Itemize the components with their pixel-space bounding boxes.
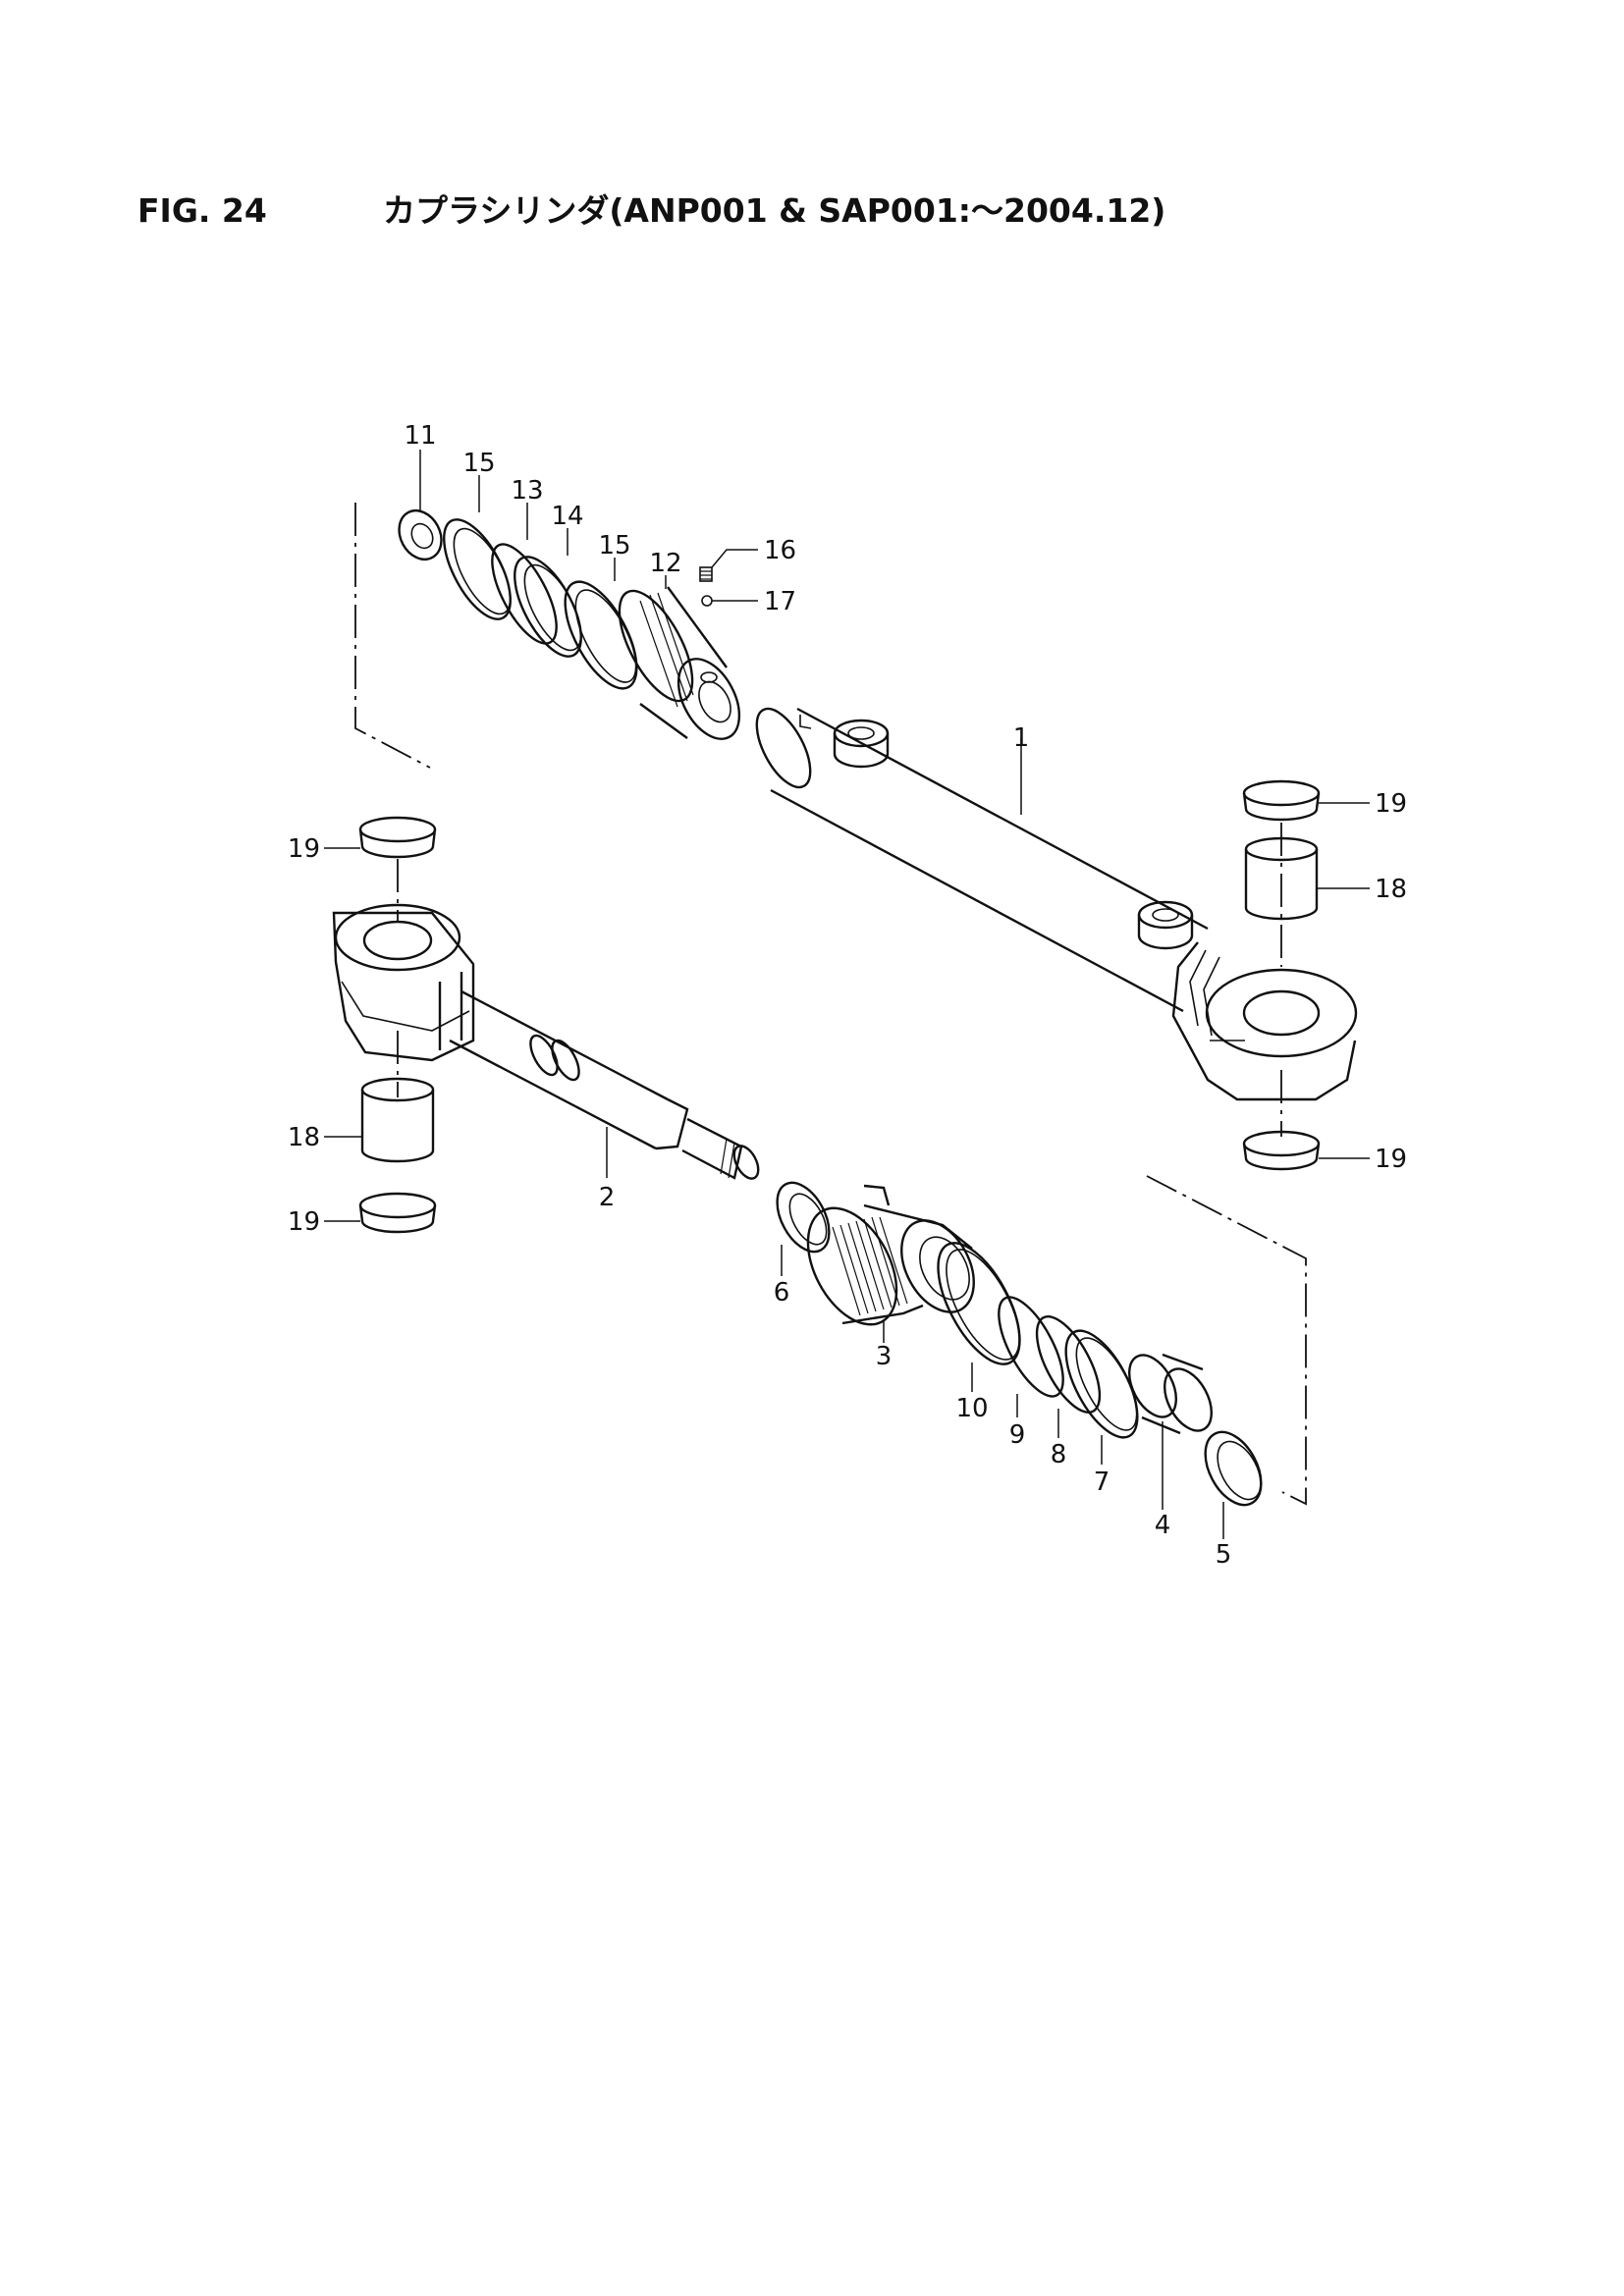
ring-13 [491,543,558,645]
callout-19-left-bottom: 19 [288,1207,320,1237]
figure-title: カプラシリンダ(ANP001 & SAP001:～2004.12) [383,191,1166,230]
callout-4: 4 [1155,1511,1171,1540]
leader-lines [324,450,1370,1539]
callout-10: 10 [955,1394,988,1423]
seal-19-right-top [1242,779,1321,822]
callout-16: 16 [764,536,796,565]
rod-cover [806,1184,975,1326]
callout-5: 5 [1216,1540,1232,1570]
callout-18-left: 18 [288,1123,320,1152]
ring-8 [1035,1315,1102,1414]
cylinder-tube [755,707,1358,1101]
callout-11: 11 [404,421,436,451]
callout-1: 1 [1013,723,1030,753]
callout-9: 9 [1009,1420,1026,1450]
callout-12: 12 [649,549,681,578]
callout-17: 17 [764,587,796,616]
bushing-18-left [360,1077,435,1163]
callout-18-right: 18 [1375,875,1407,904]
figure-heading: FIG. 24 カプラシリンダ(ANP001 & SAP001:～2004.12) [137,185,1165,232]
callout-14: 14 [551,502,583,531]
ring-5 [1204,1430,1263,1507]
piston-12 [618,586,741,740]
callout-19-left-top: 19 [288,834,320,864]
callout-19-right-bottom: 19 [1375,1145,1407,1174]
ring-9 [998,1296,1064,1398]
callout-19-right-top: 19 [1375,789,1407,819]
snap-ring-10 [937,1242,1021,1365]
callout-3: 3 [876,1342,893,1371]
seal-19-right-bottom [1242,1130,1321,1171]
callout-6: 6 [774,1278,790,1308]
seal-14 [514,556,582,658]
bushing [1127,1353,1214,1435]
pin-axis-lines [397,823,1282,1137]
washer-11 [398,508,443,561]
ring-15-front [443,518,512,620]
bushing-18-right [1244,836,1319,921]
callout-15-front: 15 [462,449,495,478]
callout-labels: 1 2 3 4 5 6 7 8 9 10 11 12 13 14 15 15 1… [288,421,1407,1570]
callout-8: 8 [1051,1440,1067,1469]
seal-19-left-top [358,816,437,859]
set-screw-16 [699,566,713,582]
ring-15-rear [564,580,638,690]
piston-rod [332,903,760,1180]
callout-2: 2 [599,1183,616,1212]
assembly-boundary [354,503,1307,1506]
ball-17 [701,595,713,607]
figure-number: FIG. 24 [137,191,267,230]
ring-6 [776,1181,831,1254]
callout-7: 7 [1094,1468,1110,1497]
seal-7 [1064,1329,1139,1439]
callout-15-rear: 15 [598,531,630,561]
seal-19-left-bottom [358,1192,437,1234]
callout-13: 13 [511,476,543,506]
